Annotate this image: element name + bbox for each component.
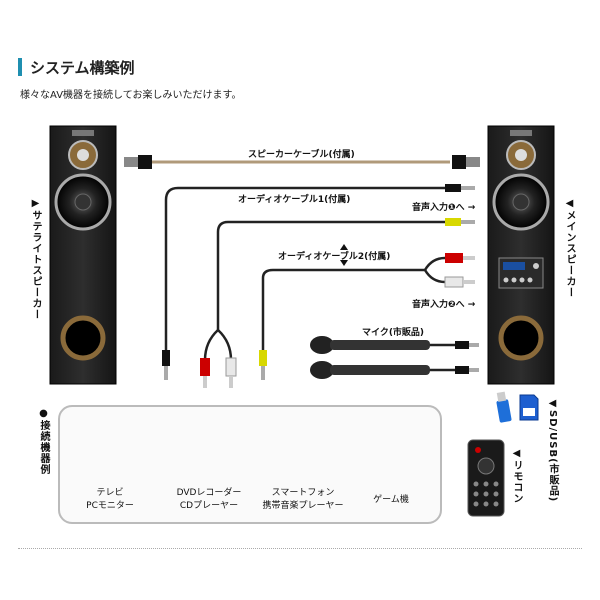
device-label-dvd: DVDレコーダー CDプレーヤー xyxy=(176,488,242,511)
page-subtitle: 様々なAV機器を接続してお楽しみいただけます。 xyxy=(20,90,242,101)
speaker-cable xyxy=(124,155,480,169)
audio-cable-2 xyxy=(259,253,475,380)
title-accent-bar xyxy=(18,58,22,76)
connected-devices-label: ●接続機器例 xyxy=(38,408,49,475)
arrow-down-icon xyxy=(340,260,348,266)
arrow-up-icon xyxy=(340,244,348,250)
device-label-tv: テレビ PCモニター xyxy=(86,488,134,511)
remote-label: ◀リモコン xyxy=(511,448,522,504)
connected-devices-panel xyxy=(58,405,442,524)
rca-red-plug xyxy=(200,358,210,376)
remote-control-icon xyxy=(467,439,505,517)
microphone-icon xyxy=(310,361,479,379)
bass-port-icon xyxy=(498,315,544,361)
device-label-smartphone: スマートフォン 携帯音楽プレーヤー xyxy=(262,488,344,511)
microphone-icon xyxy=(310,336,479,354)
bottom-divider xyxy=(18,548,582,549)
speaker-logo-plate xyxy=(72,130,94,136)
rca-white-plug xyxy=(225,357,237,377)
audio-input-1-label: 音声入力❶へ → xyxy=(412,203,476,213)
satellite-speaker xyxy=(49,125,117,385)
audio-cable-1 xyxy=(162,184,475,380)
audio-cable-1-label: オーディオケーブル1(付属) xyxy=(238,195,351,205)
device-label-game: ゲーム機 xyxy=(373,495,409,505)
sd-card-icon xyxy=(519,394,539,421)
sd-usb-label: ◀SD/USB(市販品) xyxy=(547,398,558,503)
main-speaker xyxy=(487,125,555,385)
page-title: システム構築例 xyxy=(30,59,135,77)
mic-label: マイク(市販品) xyxy=(362,328,425,338)
speaker-cable-label: スピーカーケーブル(付属) xyxy=(248,150,355,160)
usb-stick-icon xyxy=(496,391,512,423)
rca-cable xyxy=(200,218,475,388)
satellite-speaker-label: ▶サテライトスピーカー xyxy=(30,198,41,320)
main-speaker-label: ◀メインスピーカー xyxy=(564,198,575,298)
audio-cable-2-label: オーディオケーブル2(付属) xyxy=(278,252,391,262)
bass-port-icon xyxy=(60,315,106,361)
audio-input-2-label: 音声入力❷へ → xyxy=(412,300,476,310)
